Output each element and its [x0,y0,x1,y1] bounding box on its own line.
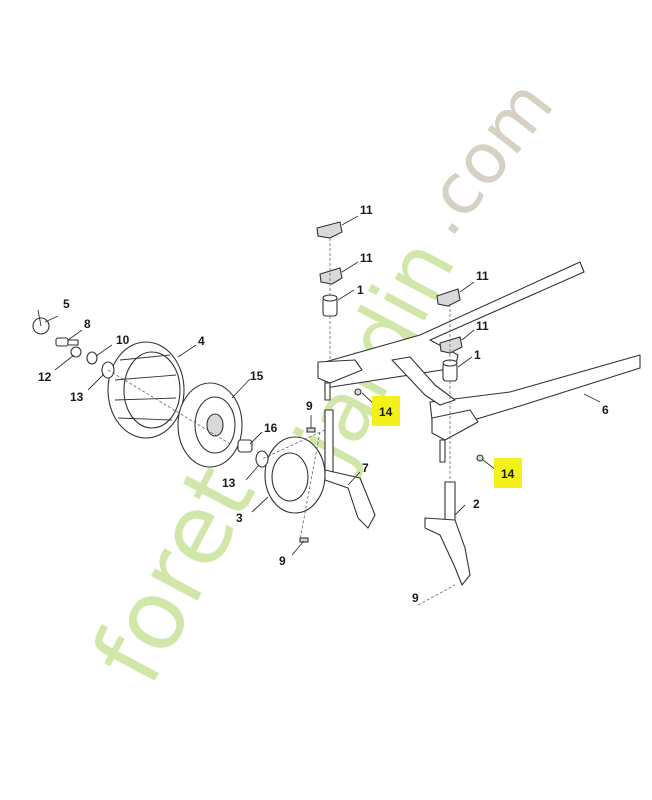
clip-part-11d [439,336,463,354]
callout-9-bottom: 9 [279,554,286,568]
bushing-part-1b [442,359,458,382]
clip-part-11b [319,267,343,285]
callout-15: 15 [250,369,264,383]
svg-text:14: 14 [501,467,515,481]
leader-lines [44,215,601,556]
frame-part-6 [317,261,641,463]
watermark-text-end: .com [399,65,569,251]
callout-5: 5 [63,297,70,311]
hub-part-15 [177,382,243,468]
callout-16: 16 [264,421,278,435]
wheel-part-4 [107,341,185,439]
callout-13-left: 13 [70,390,84,404]
callout-9-top: 9 [306,399,313,413]
pin-part-9b [299,537,309,543]
callout-11-second: 11 [360,251,373,265]
pin-part-12 [70,346,82,358]
cap-part-5 [32,309,50,335]
axle-part-7 [324,409,376,529]
axle-part-2 [424,481,471,586]
callout-10: 10 [116,333,130,347]
callout-4: 4 [198,334,205,348]
clip-part-11a [316,221,343,239]
disc-part-3 [264,436,326,514]
callout-14-left: 14 [372,396,400,426]
callouts: 11 11 1 11 11 1 5 8 10 12 13 4 15 16 13 … [38,203,609,605]
callout-9-right: 9 [412,591,419,605]
screw-part-14b [476,454,484,462]
callout-2: 2 [473,497,480,511]
callout-8: 8 [84,317,91,331]
washer-part-13b [255,450,269,468]
svg-text:14: 14 [379,405,393,419]
callout-7: 7 [362,461,369,475]
clip-part-11c [436,288,461,307]
callout-1-right: 1 [474,348,481,362]
callout-3: 3 [236,511,243,525]
washer-part-10 [86,351,98,365]
callout-13-right: 13 [222,476,236,490]
screw-part-14a [354,388,362,396]
pin-part-9a [306,427,316,433]
callout-11-fourth: 11 [476,319,489,333]
watermark-text-main: foret [71,448,276,701]
bushing-part-1a [322,294,338,317]
callout-11-top: 11 [360,203,373,217]
callout-12: 12 [38,370,52,384]
callout-6: 6 [602,403,609,417]
bolt-part-8 [55,337,79,347]
bushing-part-16 [237,439,253,453]
callout-11-third: 11 [476,269,489,283]
callout-1-left: 1 [357,283,364,297]
callout-14-right: 14 [494,458,522,488]
